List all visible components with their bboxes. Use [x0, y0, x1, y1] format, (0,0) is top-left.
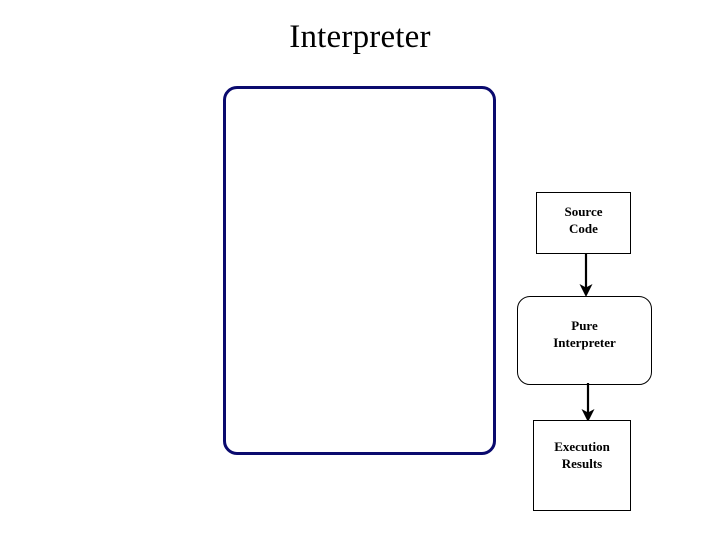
flow-node-source-code[interactable]: Source Code	[536, 192, 631, 254]
diagram-container-frame: Source Code Pure Interpreter Execution R…	[223, 86, 652, 511]
arrow-down-icon-source-to-interpreter	[579, 253, 593, 297]
flow-node-pure-interpreter-line-2: Interpreter	[553, 335, 616, 350]
flow-node-pure-interpreter[interactable]: Pure Interpreter	[517, 296, 652, 385]
flow-node-source-code-line-1: Source	[564, 204, 603, 219]
arrow-down-icon-interpreter-to-results	[581, 383, 595, 422]
flow-node-source-code-line-2: Code	[569, 221, 598, 236]
page-title: Interpreter	[289, 19, 431, 55]
flow-node-execution-results[interactable]: Execution Results	[533, 420, 631, 511]
flow-node-execution-results-line-2: Results	[561, 456, 603, 471]
flow-node-execution-results-line-1: Execution	[554, 439, 610, 454]
flow-node-pure-interpreter-line-1: Pure	[571, 318, 598, 333]
